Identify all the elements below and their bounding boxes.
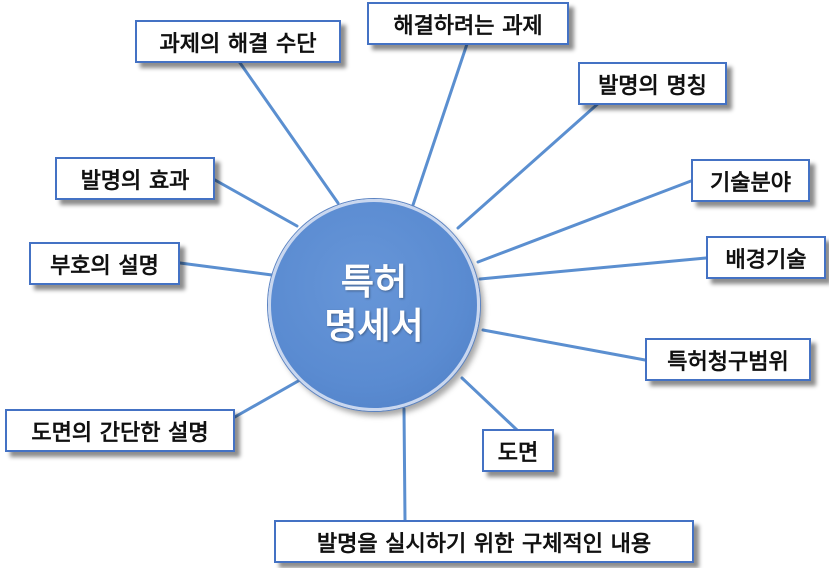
connector-drawing-description — [231, 378, 302, 420]
node-claims[interactable]: 특허청구범위 — [645, 338, 811, 381]
central-topic-line2: 명세서 — [324, 306, 424, 347]
node-drawing-description[interactable]: 도면의 간단한 설명 — [5, 409, 235, 452]
central-topic-circle[interactable]: 특허 명세서 — [268, 199, 480, 411]
node-reference-signs[interactable]: 부호의 설명 — [29, 242, 180, 285]
node-invention-effect[interactable]: 발명의 효과 — [55, 157, 215, 200]
node-detailed-description[interactable]: 발명을 실시하기 위한 구체적인 내용 — [274, 520, 694, 563]
connector-invention-effect — [213, 178, 299, 228]
node-drawings[interactable]: 도면 — [482, 429, 554, 472]
connector-problem-to-solve — [411, 39, 470, 207]
node-problem-to-solve[interactable]: 해결하려는 과제 — [367, 2, 569, 45]
connector-reference-signs — [178, 261, 274, 277]
connector-claims — [481, 328, 647, 362]
connector-invention-title — [456, 99, 603, 230]
connector-technical-field — [476, 179, 693, 264]
connector-drawings — [460, 376, 519, 432]
node-technical-field[interactable]: 기술분야 — [691, 159, 810, 202]
connector-detailed-description — [402, 407, 407, 522]
node-problem-solution[interactable]: 과제의 해결 수단 — [135, 20, 341, 63]
node-invention-title[interactable]: 발명의 명칭 — [578, 62, 727, 105]
central-topic-line1: 특허 — [340, 262, 408, 303]
node-background-art[interactable]: 배경기술 — [706, 236, 826, 279]
connector-background-art — [478, 256, 708, 281]
connector-problem-solution — [236, 58, 340, 205]
